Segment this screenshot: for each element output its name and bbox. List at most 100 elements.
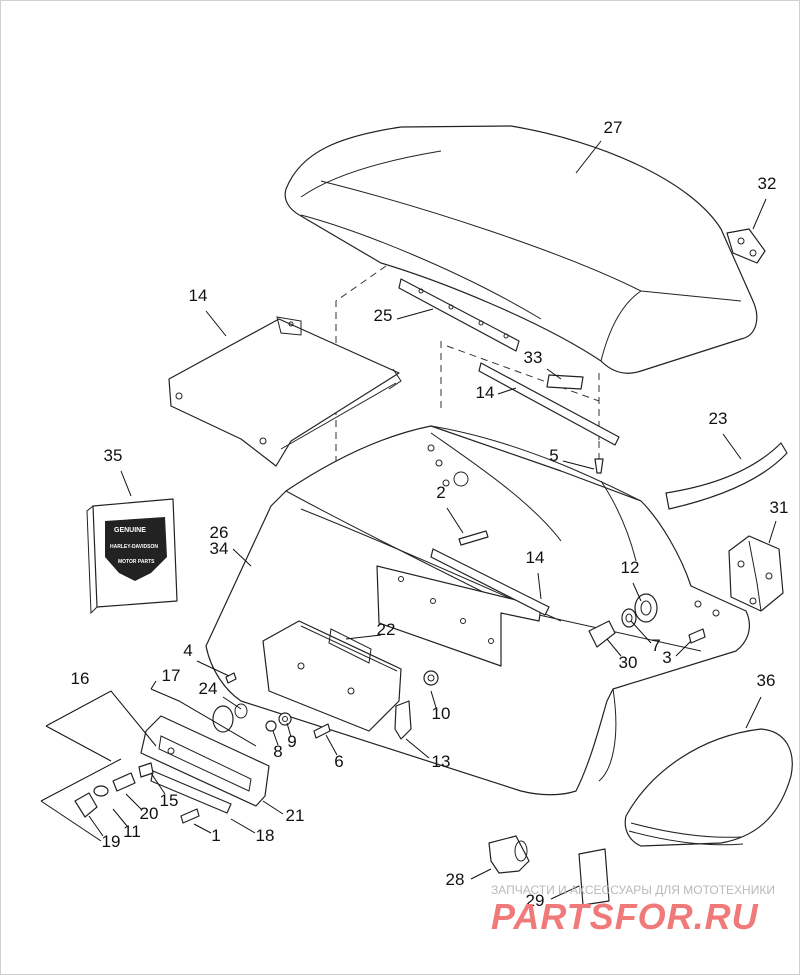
part-25-hinge-strip[interactable]: [398, 278, 520, 352]
callout-c15[interactable]: 15: [160, 791, 179, 810]
part-18-handle-bar[interactable]: [150, 770, 232, 814]
part-5-screw[interactable]: [594, 458, 604, 474]
part-1-screw[interactable]: [180, 808, 200, 824]
part-11-key-ring[interactable]: [93, 785, 109, 797]
callout-c18[interactable]: 18: [256, 826, 275, 845]
leader-c2: [446, 507, 464, 534]
callout-c14a[interactable]: 14: [189, 286, 208, 305]
callout-c23[interactable]: 23: [709, 409, 728, 428]
callout-c7[interactable]: 7: [651, 636, 660, 655]
callout-c21[interactable]: 21: [286, 806, 305, 825]
callout-c35[interactable]: 35: [104, 446, 123, 465]
callout-c24[interactable]: 24: [199, 679, 218, 698]
leader-c22: [345, 634, 382, 640]
callout-c3[interactable]: 3: [662, 648, 671, 667]
part-29-instruction-sheet[interactable]: [578, 848, 610, 906]
leader-c15: [150, 772, 166, 795]
part-9-nut[interactable]: [278, 712, 292, 726]
callout-c2[interactable]: 2: [436, 483, 445, 502]
part-19-key-tag[interactable]: [74, 792, 98, 818]
callout-c19[interactable]: 19: [102, 832, 121, 851]
callout-c26[interactable]: 26: [210, 523, 229, 542]
leader-c21: [262, 800, 284, 815]
callout-c4[interactable]: 4: [183, 641, 192, 660]
callout-leader-lines: [88, 140, 777, 900]
callout-c36[interactable]: 36: [757, 671, 776, 690]
callout-c22[interactable]: 22: [377, 620, 396, 639]
leader-c5: [562, 460, 595, 470]
callout-c29[interactable]: 29: [526, 891, 545, 910]
callout-c31[interactable]: 31: [770, 498, 789, 517]
part-6-screw[interactable]: [313, 723, 331, 739]
callout-c10[interactable]: 10: [432, 704, 451, 723]
leader-c14b: [497, 387, 517, 395]
part-14-mounting-plate[interactable]: [376, 548, 550, 667]
part-21-handle-plate[interactable]: [140, 715, 270, 807]
leader-c1: [193, 823, 212, 834]
part-36-liner[interactable]: [624, 728, 793, 847]
leader-c9: [286, 722, 292, 738]
part-32-bracket[interactable]: [726, 228, 766, 264]
part-10-nut[interactable]: [423, 670, 439, 686]
leader-c31: [768, 520, 777, 544]
part-13-latch-hook[interactable]: [394, 700, 412, 740]
part-8-washer[interactable]: [265, 720, 277, 732]
callout-c13[interactable]: 13: [432, 752, 451, 771]
leader-c30: [606, 638, 622, 657]
callout-c30[interactable]: 30: [619, 653, 638, 672]
part-30-latch-pin[interactable]: [588, 620, 616, 648]
part-3-screw[interactable]: [688, 628, 706, 644]
leader-c32: [752, 198, 767, 230]
watermark-tagline: ЗАПЧАСТИ И АКСЕССУАРЫ ДЛЯ МОТОТЕХНИКИ: [491, 883, 775, 897]
part-31-side-bracket[interactable]: [728, 535, 784, 612]
callout-c14c[interactable]: 14: [526, 548, 545, 567]
part-22-latch-assembly[interactable]: [262, 620, 402, 732]
callout-c11[interactable]: 11: [123, 822, 141, 841]
callout-c1[interactable]: 1: [211, 826, 220, 845]
part-4-screw[interactable]: [225, 672, 237, 684]
leader-c36: [745, 696, 762, 729]
callout-c14b[interactable]: 14: [476, 383, 495, 402]
callout-c28[interactable]: 28: [446, 870, 465, 889]
leader-c13: [405, 738, 430, 759]
part-14-hinge-panel-left[interactable]: [168, 316, 402, 467]
callout-c17[interactable]: 17: [162, 666, 181, 685]
part-33-strip[interactable]: [478, 362, 620, 446]
callout-c20[interactable]: 20: [140, 804, 159, 823]
part-23-trim-strip[interactable]: [665, 442, 788, 510]
part-12-grommet[interactable]: [634, 593, 658, 623]
logo-line1: GENUINE: [114, 527, 146, 534]
part-35-decal[interactable]: [86, 498, 178, 615]
leader-c27: [575, 140, 602, 174]
part-24-lock-cylinder[interactable]: [212, 703, 248, 733]
leader-c26: [232, 548, 252, 567]
leader-c25: [396, 308, 434, 320]
part-2-bolt[interactable]: [458, 530, 489, 546]
leader-c28: [470, 868, 492, 880]
callout-c33[interactable]: 33: [524, 348, 543, 367]
callout-c34[interactable]: 34: [210, 539, 229, 558]
callout-c12[interactable]: 12: [621, 558, 640, 577]
callout-c5[interactable]: 5: [549, 446, 558, 465]
callout-c6[interactable]: 6: [334, 752, 343, 771]
callout-c27[interactable]: 27: [604, 118, 623, 137]
leader-c20: [125, 793, 142, 810]
callout-c8[interactable]: 8: [273, 742, 282, 761]
leader-c35: [120, 470, 132, 497]
callout-c9[interactable]: 9: [287, 732, 296, 751]
callout-c32[interactable]: 32: [758, 174, 777, 193]
leader-c6: [325, 734, 338, 756]
logo-line2: HARLEY-DAVIDSON: [110, 544, 158, 550]
leader-c4: [196, 660, 230, 677]
part-28-clip[interactable]: [488, 835, 530, 874]
leader-c23: [722, 433, 742, 460]
part-27-lid[interactable]: [284, 125, 758, 374]
part-20-key[interactable]: [112, 772, 136, 792]
bracket-17: [150, 680, 257, 747]
part-15-key-lock[interactable]: [138, 762, 154, 778]
callout-c16[interactable]: 16: [71, 669, 90, 688]
leader-c12: [632, 582, 642, 602]
callout-c25[interactable]: 25: [374, 306, 393, 325]
